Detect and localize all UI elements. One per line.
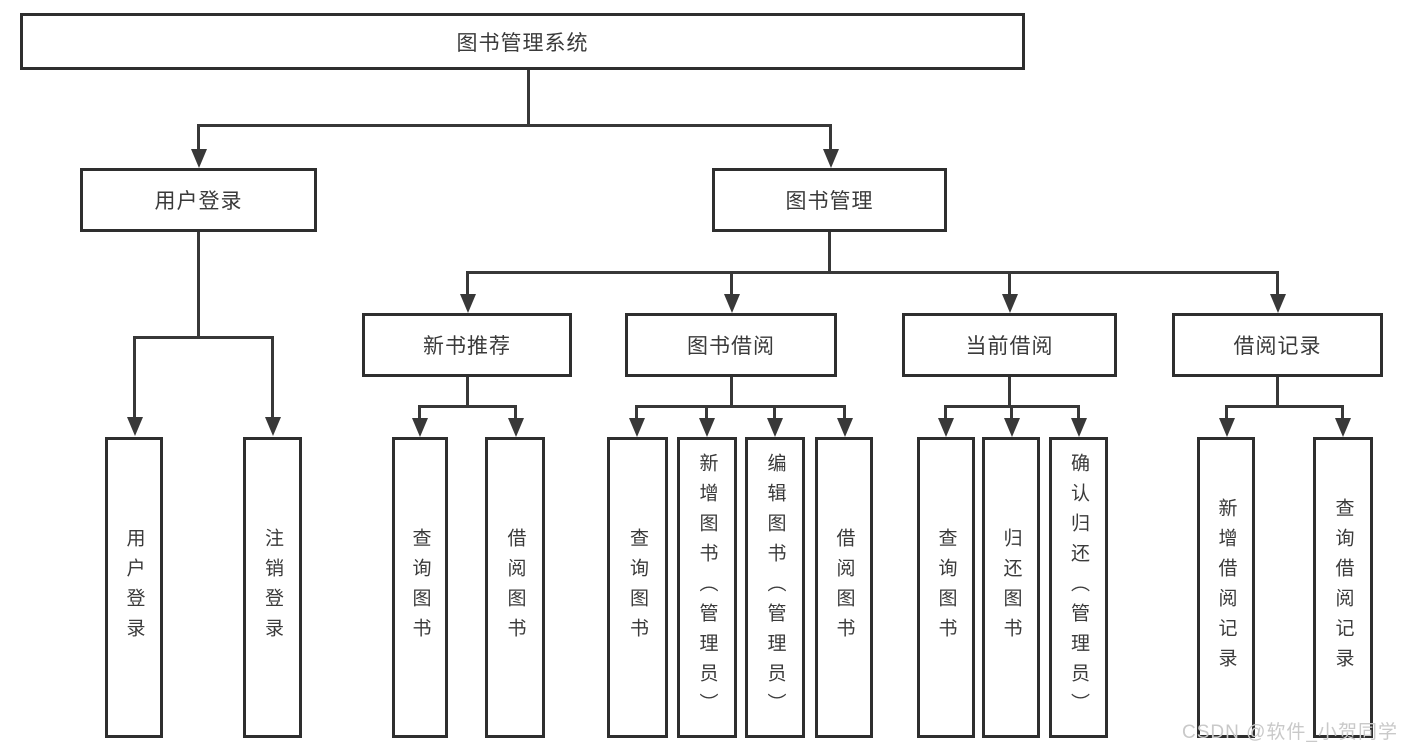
connector-line	[466, 271, 469, 296]
connector-line	[1225, 405, 1344, 408]
connector-line	[773, 405, 776, 420]
connector-line	[828, 232, 831, 274]
node-root-label: 图书管理系统	[456, 31, 589, 55]
connector-line	[829, 124, 832, 152]
arrow-down-icon	[938, 418, 954, 437]
arrow-down-icon	[699, 418, 715, 437]
leaf-cb-confirm-return-admin-label: 确认归还（管理员）	[1068, 452, 1089, 723]
leaf-nb-borrow-book: 借阅图书	[485, 437, 545, 738]
leaf-bb-borrow-book-label: 借阅图书	[833, 527, 855, 648]
node-new-book-recommend-label: 新书推荐	[423, 335, 511, 358]
leaf-bb-edit-book-admin: 编辑图书（管理员）	[745, 437, 805, 738]
leaf-user-login-label: 用户登录	[123, 527, 145, 648]
node-book-management: 图书管理	[712, 168, 947, 232]
leaf-cb-confirm-return-admin: 确认归还（管理员）	[1049, 437, 1108, 738]
node-borrow-records: 借阅记录	[1172, 313, 1383, 377]
node-current-borrow: 当前借阅	[902, 313, 1117, 377]
leaf-nb-borrow-book-label: 借阅图书	[504, 527, 526, 648]
connector-line	[1077, 405, 1080, 420]
connector-line	[635, 405, 846, 408]
connector-line	[944, 405, 947, 420]
leaf-bb-query-book-label: 查询图书	[627, 527, 648, 648]
arrow-down-icon	[1071, 418, 1087, 437]
connector-line	[1225, 405, 1228, 420]
connector-line	[133, 336, 274, 339]
connector-line	[705, 405, 708, 420]
leaf-cb-return-book: 归还图书	[982, 437, 1040, 738]
node-user-login: 用户登录	[80, 168, 317, 232]
connector-line	[133, 336, 136, 419]
node-borrow-records-label: 借阅记录	[1233, 335, 1322, 358]
arrow-down-icon	[767, 418, 783, 437]
connector-line	[466, 377, 469, 408]
node-book-management-label: 图书管理	[785, 190, 874, 213]
arrow-down-icon	[1219, 418, 1235, 437]
node-current-borrow-label: 当前借阅	[965, 335, 1054, 358]
node-book-borrow-label: 图书借阅	[687, 335, 775, 358]
leaf-nb-query-book: 查询图书	[392, 437, 448, 738]
arrow-down-icon	[127, 417, 143, 436]
connector-line	[635, 405, 638, 420]
leaf-logout: 注销登录	[243, 437, 302, 738]
connector-line	[197, 124, 200, 152]
leaf-bb-add-book-admin-label: 新增图书（管理员）	[696, 452, 718, 723]
arrow-down-icon	[1004, 418, 1020, 437]
connector-line	[197, 124, 832, 127]
arrow-down-icon	[1270, 294, 1286, 313]
connector-line	[1276, 271, 1279, 296]
arrow-down-icon	[265, 417, 281, 436]
connector-line	[466, 271, 1279, 274]
leaf-bb-borrow-book: 借阅图书	[815, 437, 873, 738]
leaf-user-login: 用户登录	[105, 437, 163, 738]
arrow-down-icon	[412, 418, 428, 437]
connector-line	[730, 271, 733, 296]
leaf-br-add-record: 新增借阅记录	[1197, 437, 1255, 738]
connector-line	[1010, 405, 1013, 420]
node-book-borrow: 图书借阅	[625, 313, 837, 377]
connector-line	[730, 377, 733, 408]
arrow-down-icon	[508, 418, 524, 437]
connector-line	[197, 232, 200, 339]
connector-line	[843, 405, 846, 420]
connector-line	[527, 70, 530, 126]
node-new-book-recommend: 新书推荐	[362, 313, 572, 377]
leaf-cb-query-book: 查询图书	[917, 437, 975, 738]
arrow-down-icon	[1002, 294, 1018, 313]
connector-line	[1341, 405, 1344, 420]
connector-line	[1276, 377, 1279, 408]
connector-line	[1008, 271, 1011, 296]
leaf-cb-query-book-label: 查询图书	[935, 527, 957, 648]
arrow-down-icon	[460, 294, 476, 313]
connector-line	[418, 405, 421, 420]
connector-line	[1008, 377, 1011, 408]
leaf-br-query-record: 查询借阅记录	[1313, 437, 1373, 738]
node-user-login-label: 用户登录	[154, 190, 243, 213]
csdn-watermark: CSDN @软件_小贺同学	[1182, 722, 1398, 743]
arrow-down-icon	[823, 149, 839, 168]
leaf-br-add-record-label: 新增借阅记录	[1215, 497, 1237, 678]
leaf-bb-edit-book-admin-label: 编辑图书（管理员）	[764, 452, 786, 723]
arrow-down-icon	[629, 418, 645, 437]
leaf-bb-query-book: 查询图书	[607, 437, 668, 738]
leaf-bb-add-book-admin: 新增图书（管理员）	[677, 437, 737, 738]
leaf-br-query-record-label: 查询借阅记录	[1332, 497, 1354, 678]
arrow-down-icon	[837, 418, 853, 437]
connector-line	[418, 405, 517, 408]
connector-line	[271, 336, 274, 419]
arrow-down-icon	[724, 294, 740, 313]
connector-line	[514, 405, 517, 420]
leaf-cb-return-book-label: 归还图书	[1000, 527, 1022, 648]
node-root: 图书管理系统	[20, 13, 1025, 70]
arrow-down-icon	[191, 149, 207, 168]
leaf-nb-query-book-label: 查询图书	[409, 527, 431, 648]
leaf-logout-label: 注销登录	[262, 527, 283, 648]
arrow-down-icon	[1335, 418, 1351, 437]
